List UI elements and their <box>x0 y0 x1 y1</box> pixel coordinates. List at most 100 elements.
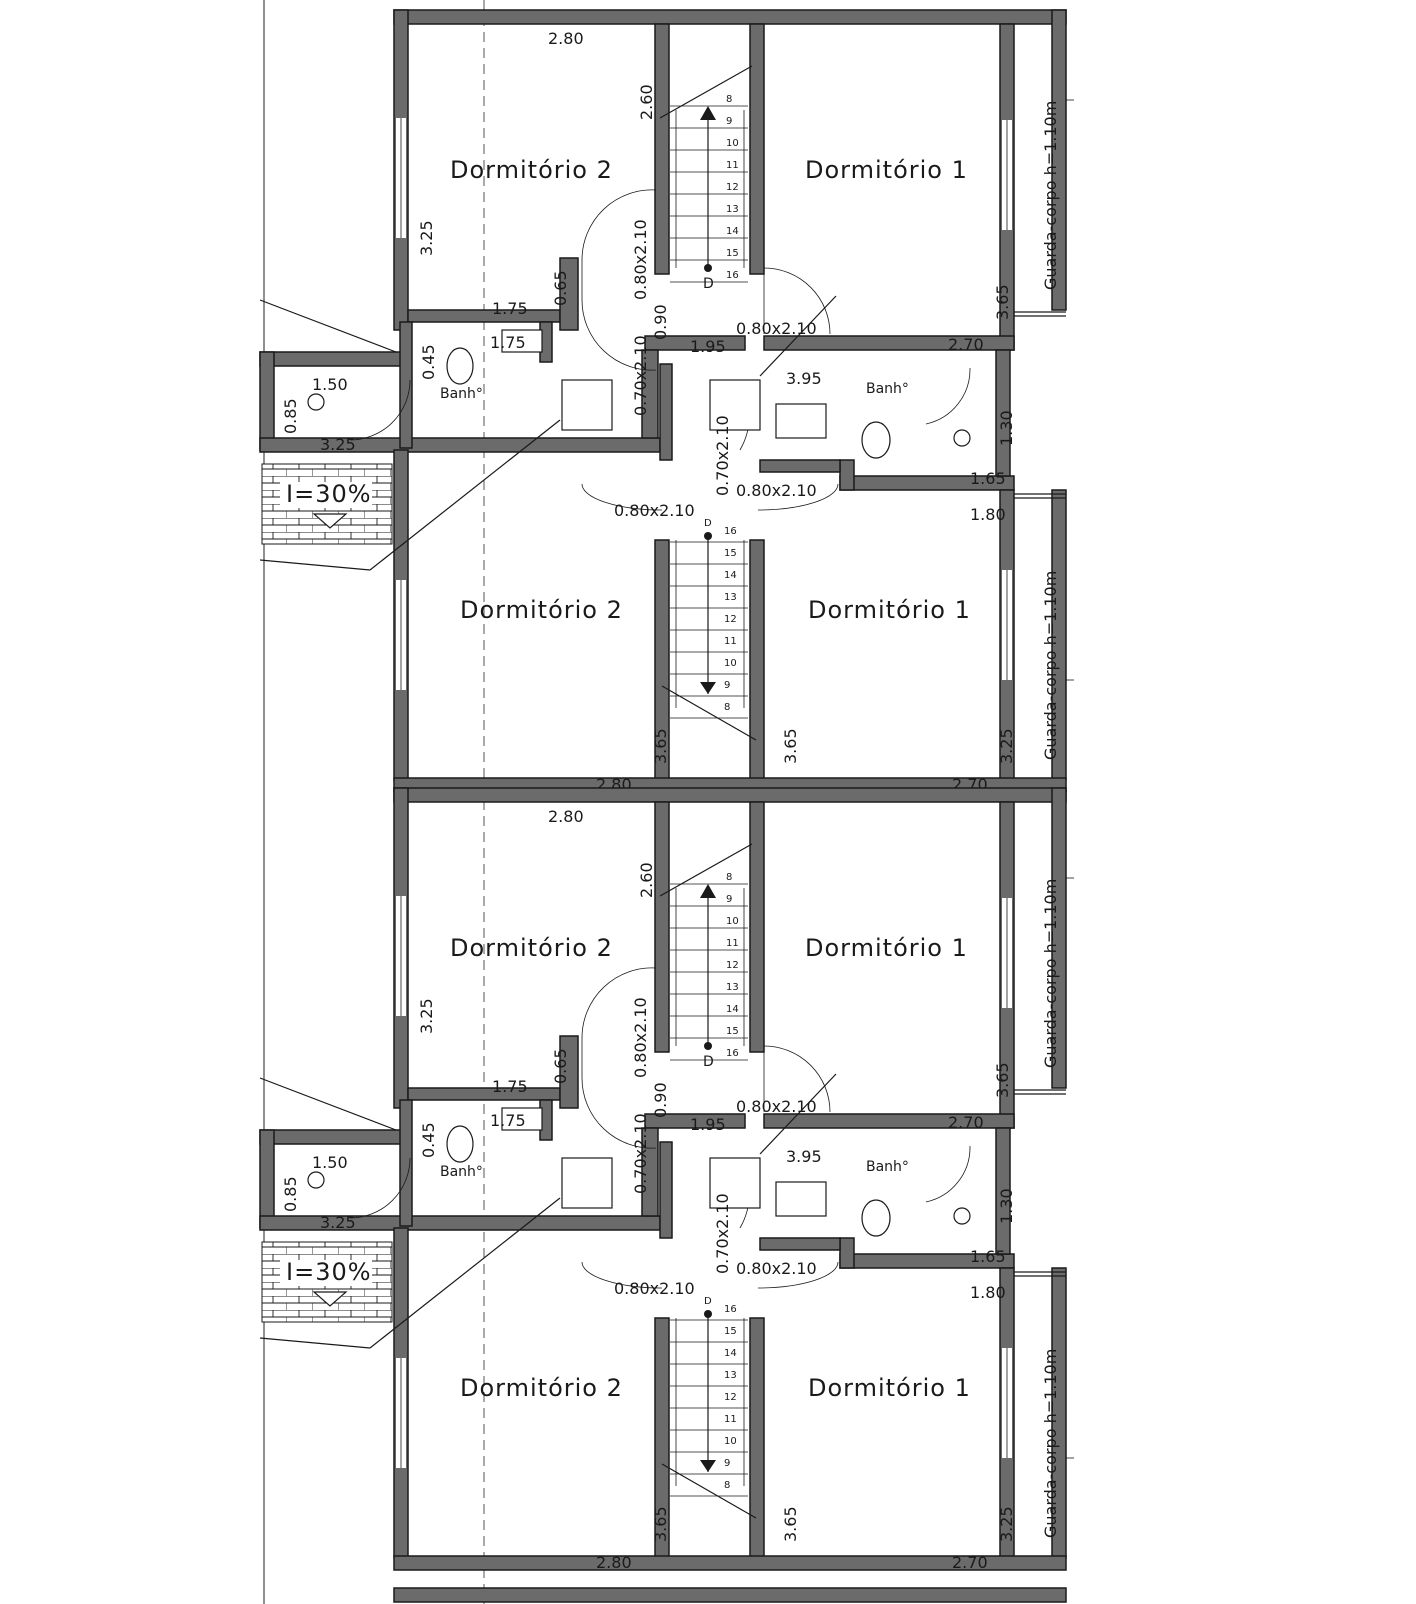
door-swing <box>581 189 657 371</box>
wall <box>259 351 409 367</box>
wall <box>995 1127 1011 1255</box>
stair-arrow <box>700 682 716 694</box>
wall <box>749 801 765 1053</box>
dimension: 0.90 <box>651 304 670 340</box>
wall <box>763 1113 1015 1129</box>
room-label: Banh° <box>866 381 909 397</box>
dimension: 1.50 <box>312 1153 348 1172</box>
wall <box>259 1129 409 1145</box>
room-label: Dormitório 2 <box>460 1374 623 1402</box>
wall <box>559 257 579 331</box>
toilet-icon <box>446 347 474 385</box>
door-swing <box>763 267 831 335</box>
room-label: Dormitório 1 <box>808 1374 971 1402</box>
dimension: 0.70x2.10 <box>631 335 650 416</box>
step-number: 8 <box>726 872 732 883</box>
dimension: 1.75 <box>492 299 528 318</box>
line <box>259 559 371 571</box>
dimension: 1.95 <box>690 337 726 356</box>
dimension: 1.65 <box>970 1247 1006 1266</box>
step-number: 11 <box>726 160 739 171</box>
step-number: 16 <box>724 526 737 537</box>
ramp-arrow-icon <box>312 1291 348 1307</box>
line <box>259 1077 397 1131</box>
dimension: 2.70 <box>952 1553 988 1572</box>
railing-label: Guarda-corpo h=1.10m <box>1041 101 1060 290</box>
dimension: 3.25 <box>997 728 1016 764</box>
dimension: 2.80 <box>548 807 584 826</box>
step-number: 10 <box>726 138 739 149</box>
dimension: 0.80x2.10 <box>631 219 650 300</box>
stair-mark: D <box>704 1296 712 1307</box>
stair-dot <box>704 1310 712 1318</box>
dimension: 3.65 <box>781 1506 800 1542</box>
step-number: 9 <box>726 894 732 905</box>
wall <box>749 539 765 781</box>
dimension: 1.30 <box>997 1188 1016 1224</box>
wall <box>641 349 659 439</box>
step-number: 14 <box>724 1348 737 1359</box>
toilet-icon <box>861 421 891 459</box>
wall <box>399 1099 413 1227</box>
step-number: 8 <box>724 702 730 713</box>
room-label: Banh° <box>440 386 483 402</box>
wall <box>654 23 670 275</box>
dimension: 3.25 <box>417 998 436 1034</box>
wall <box>995 349 1011 477</box>
stair-dot <box>704 1042 712 1050</box>
drain-icon <box>307 393 325 411</box>
shower-icon <box>953 1207 971 1225</box>
wall <box>749 23 765 275</box>
step-number: 12 <box>724 614 737 625</box>
step-number: 9 <box>726 116 732 127</box>
slope-label: I=30% <box>286 1258 372 1286</box>
dimension: 1.30 <box>997 410 1016 446</box>
dimension: 0.80x2.10 <box>736 1259 817 1278</box>
step-number: 9 <box>724 1458 730 1469</box>
step-number: 13 <box>726 982 739 993</box>
wall <box>1051 9 1067 311</box>
dimension: 0.85 <box>281 1176 300 1212</box>
shower-icon <box>953 429 971 447</box>
wall <box>749 1317 765 1559</box>
dimension: 0.80x2.10 <box>631 997 650 1078</box>
line <box>259 299 397 353</box>
stair-arrow <box>700 884 716 898</box>
dimension: 3.65 <box>993 1062 1012 1098</box>
stair-mark: D <box>703 276 714 292</box>
wall <box>839 459 855 491</box>
step-number: 10 <box>724 1436 737 1447</box>
ramp-arrow-icon <box>312 513 348 529</box>
dimension: 1.80 <box>970 505 1006 524</box>
dimension: 1.80 <box>970 1283 1006 1302</box>
step-number: 12 <box>726 960 739 971</box>
wall <box>641 1127 659 1217</box>
step-number: 11 <box>726 938 739 949</box>
wall <box>407 309 561 323</box>
dimension: 0.80x2.10 <box>736 319 817 338</box>
plan-unit: 8910111213141516D1615141312111098DDormit… <box>259 787 1074 1572</box>
dimension: 1.65 <box>970 469 1006 488</box>
railing-label: Guarda-corpo h=1.10m <box>1041 879 1060 1068</box>
dimension: 3.25 <box>417 220 436 256</box>
room-label: Dormitório 1 <box>805 934 968 962</box>
dimension: 2.70 <box>948 335 984 354</box>
dimension: 1.95 <box>690 1115 726 1134</box>
door-swing <box>763 1045 831 1113</box>
step-number: 16 <box>724 1304 737 1315</box>
wall <box>1051 787 1067 1089</box>
dimension: 1.75 <box>490 1111 526 1130</box>
dimension: 3.95 <box>786 369 822 388</box>
wall <box>644 335 746 351</box>
toilet-icon <box>446 1125 474 1163</box>
dimension: 0.70x2.10 <box>713 415 732 496</box>
line <box>661 1463 757 1519</box>
room-label: Dormitório 1 <box>808 596 971 624</box>
dimension: 2.80 <box>548 29 584 48</box>
step-number: 15 <box>724 1326 737 1337</box>
line <box>259 1337 371 1349</box>
dimension: 3.65 <box>993 284 1012 320</box>
step-number: 11 <box>724 1414 737 1425</box>
step-number: 16 <box>726 270 739 281</box>
